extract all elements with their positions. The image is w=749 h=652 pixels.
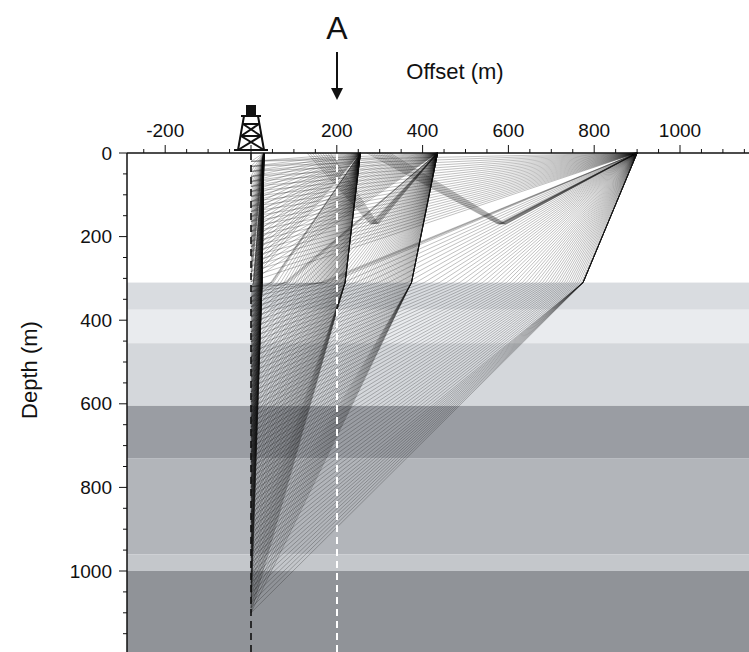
callout-letter: A [326,12,347,44]
layer-band [127,343,749,406]
layer-band [127,310,749,343]
tick [551,149,552,153]
tick [123,466,127,467]
tick [744,149,745,153]
tick [123,382,127,383]
layer-band [127,458,749,554]
tick [465,149,466,153]
tick [293,149,294,153]
layer-band [127,554,749,571]
tick [123,424,127,425]
tick [123,278,127,279]
tick [123,591,127,592]
tick-label: 0 [101,144,112,163]
tick [615,149,616,153]
tick [701,149,702,153]
layer-bands [127,283,749,652]
axis-title: Offset (m) [406,61,503,83]
tick [119,487,127,488]
tick [123,633,127,634]
tick-label: 400 [407,121,439,140]
tick [123,508,127,509]
tick [123,299,127,300]
tick [123,341,127,342]
tick [444,149,445,153]
tick [123,550,127,551]
tick [315,149,316,153]
tick [594,145,595,153]
tick [572,149,573,153]
tick [123,362,127,363]
tick [119,236,127,237]
tick [186,149,187,153]
tick-label: 400 [80,311,112,330]
tick [119,403,127,404]
depth-axis [126,153,128,652]
tick [379,149,380,153]
tick [123,194,127,195]
axis-title: Depth (m) [19,321,41,419]
tick [208,149,209,153]
offset-axis [127,152,749,154]
tick-label: 600 [493,121,525,140]
tick-label: 200 [80,227,112,246]
tick [508,145,509,153]
tick-label: 600 [80,394,112,413]
tick [529,149,530,153]
tick-label: 1000 [70,562,112,581]
tick [336,145,337,153]
tick [658,149,659,153]
tick [637,149,638,153]
ray-fans [251,153,637,613]
tick [123,257,127,258]
tick-label: 800 [80,478,112,497]
tick [123,612,127,613]
tick-label: 200 [321,121,353,140]
tick [422,145,423,153]
tick [119,320,127,321]
tick [143,149,144,153]
axes [119,145,749,652]
tick [486,149,487,153]
pointer-arrow [331,52,343,100]
tick [123,173,127,174]
tick [119,571,127,572]
derrick-icon [234,106,268,150]
tick [722,149,723,153]
layer-band [127,283,749,310]
tick [358,149,359,153]
tick [123,529,127,530]
tick-label: -200 [146,121,184,140]
tick-label: 1000 [659,121,701,140]
profile-line [336,153,338,652]
tick [119,153,127,154]
tick-label: 800 [578,121,610,140]
tick [123,445,127,446]
tick [165,145,166,153]
tick [123,215,127,216]
tick [272,149,273,153]
ray-path [251,153,637,613]
well-line [250,153,252,652]
tick [680,145,681,153]
tick [401,149,402,153]
layer-band [127,571,749,652]
tick [229,149,230,153]
